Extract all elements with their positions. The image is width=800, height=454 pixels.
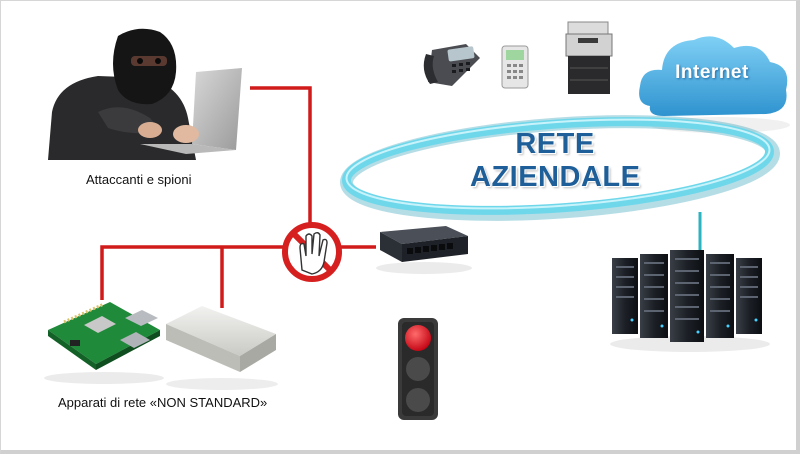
connection-lines — [100, 86, 376, 308]
network-title-line-2: AZIENDALE — [470, 161, 641, 193]
attackers-label: Attaccanti e spioni — [86, 172, 192, 187]
raspberry-pi-board-icon — [44, 302, 164, 384]
server-rack-icon — [610, 250, 770, 352]
network-ring — [339, 115, 781, 221]
printer-icon — [565, 21, 613, 94]
ip-phone-icon — [423, 44, 480, 86]
hacker-icon — [48, 28, 242, 160]
network-switch-icon — [376, 226, 472, 274]
traffic-light-icon — [398, 318, 438, 420]
router-box-icon — [166, 306, 278, 390]
stop-hand-icon — [282, 222, 342, 282]
device-connection-line — [100, 245, 290, 300]
attacker-connection-line — [250, 86, 312, 238]
access-terminal-icon — [501, 45, 529, 89]
non-standard-devices-label: Apparati di rete «NON STANDARD» — [58, 395, 268, 410]
network-title-line-1: RETE — [515, 128, 595, 160]
internet-label: Internet — [675, 62, 749, 83]
network-title: RETE AZIENDALE — [470, 128, 640, 194]
